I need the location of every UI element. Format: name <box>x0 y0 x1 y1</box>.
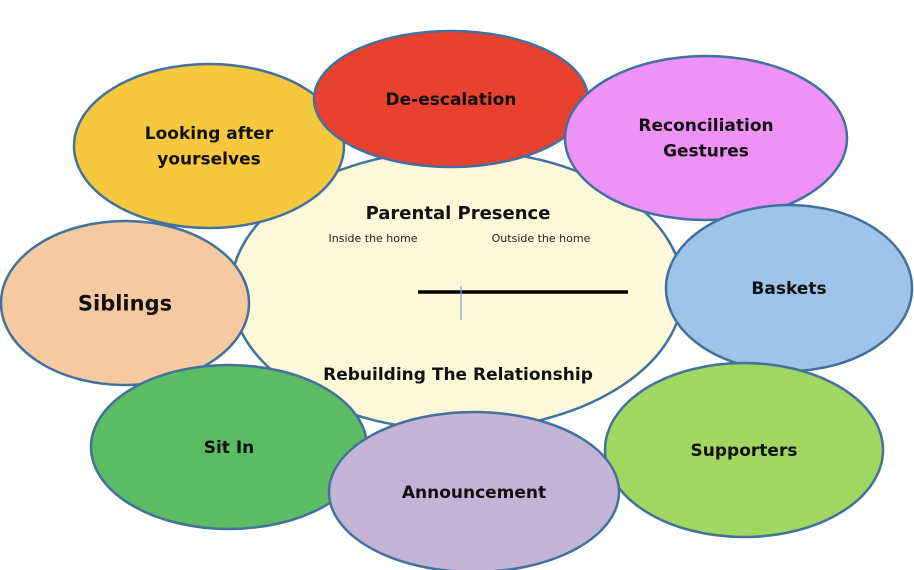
node-supporters: Supporters <box>603 361 885 539</box>
outside-home-label: Outside the home <box>492 232 591 245</box>
supporters-label: Supporters <box>691 441 798 461</box>
inside-home-label: Inside the home <box>329 232 418 245</box>
siblings-ellipse <box>0 219 251 387</box>
reconciliation-gestures-label: Gestures <box>663 142 749 162</box>
center-node: Parental Presence Inside the home Outsid… <box>229 148 685 432</box>
sit-in-label: Sit In <box>204 438 255 458</box>
node-baskets: Baskets <box>664 203 914 373</box>
looking-after-yourselves-label: Looking after <box>145 124 274 144</box>
reconciliation-gestures-ellipse <box>563 54 849 222</box>
announcement-ellipse <box>327 410 621 570</box>
siblings-label: Siblings <box>78 291 172 315</box>
node-siblings: Siblings <box>0 219 251 387</box>
node-announcement: Announcement <box>327 410 621 570</box>
looking-after-yourselves-ellipse <box>72 62 346 230</box>
reconciliation-gestures-label: Reconciliation <box>638 116 773 136</box>
announcement-label: Announcement <box>402 483 546 503</box>
node-looking-after-yourselves: Looking after yourselves <box>72 62 346 230</box>
looking-after-yourselves-label: yourselves <box>157 150 260 170</box>
supporters-ellipse <box>603 361 885 539</box>
center-title: Parental Presence <box>366 203 551 224</box>
baskets-label: Baskets <box>751 279 826 299</box>
node-de-escalation: De-escalation <box>312 29 590 169</box>
de-escalation-label: De-escalation <box>386 90 517 110</box>
center-bottom-title: Rebuilding The Relationship <box>323 365 593 385</box>
node-sit-in: Sit In <box>89 363 369 531</box>
